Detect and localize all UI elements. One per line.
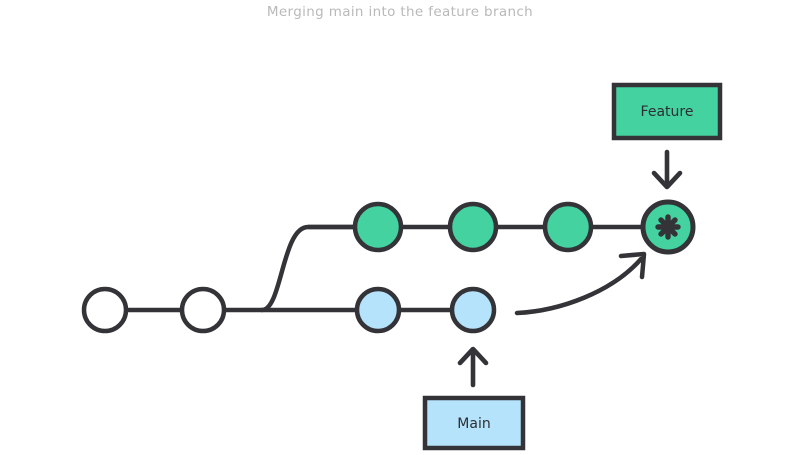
merge-arrow-head [618, 251, 647, 280]
branch-fork-curve [259, 224, 381, 313]
commit-node-feature-1[interactable] [352, 201, 404, 253]
commit-node-main-2[interactable] [449, 286, 497, 334]
commit-node-base-2[interactable] [179, 286, 227, 334]
commit-node-feature-3[interactable] [542, 201, 594, 253]
diagram-title: Merging main into the feature branch [266, 4, 534, 20]
commit-node-feature-2[interactable] [447, 201, 499, 253]
merge-arrow-curve [514, 256, 644, 316]
commit-node-main-1[interactable] [354, 286, 402, 334]
main-branch-box[interactable] [422, 395, 526, 451]
feature-pointer-arrow-icon [651, 149, 683, 190]
main-pointer-arrow-icon [457, 346, 489, 388]
commit-node-base-1[interactable] [81, 286, 129, 334]
asterisk-icon [655, 214, 681, 240]
feature-branch-box[interactable] [611, 82, 723, 141]
